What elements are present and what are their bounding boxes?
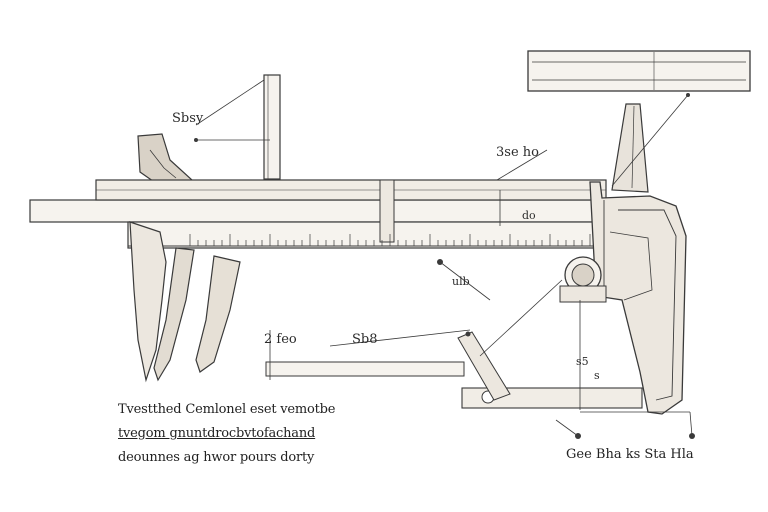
label-dim-left: 2 feo	[264, 332, 297, 347]
caption-line-1: Tvestthed Cemlonel eset vemotbe	[118, 402, 336, 417]
caption-line-3: deounnes ag hwor pours dorty	[118, 450, 315, 465]
vertical-plate	[263, 74, 281, 180]
leader-dots	[194, 93, 695, 439]
lower-left-jaws	[129, 221, 241, 383]
sliding-head	[559, 181, 687, 415]
label-dim-right-sub: s	[594, 369, 600, 382]
caption-line-2: tvegom gnuntdrocbvtofachand	[118, 426, 316, 441]
label-dim-mid: Sb8	[352, 332, 378, 347]
upper-left-jaw	[137, 133, 194, 187]
upper-right-jaw	[611, 103, 649, 193]
label-top-right: 3se ho	[496, 145, 539, 160]
legend-text: Gee Bha ks Sta Hla	[566, 447, 694, 462]
label-dim-right: s5	[576, 355, 589, 368]
label-top-left: Sbsy	[172, 111, 204, 126]
main-beam	[29, 179, 631, 249]
label-center-mark: ulb	[452, 275, 470, 288]
label-scale-mark: do	[522, 209, 536, 222]
top-rail	[527, 50, 751, 92]
depth-rod	[265, 331, 643, 409]
leader-lines	[195, 79, 693, 437]
